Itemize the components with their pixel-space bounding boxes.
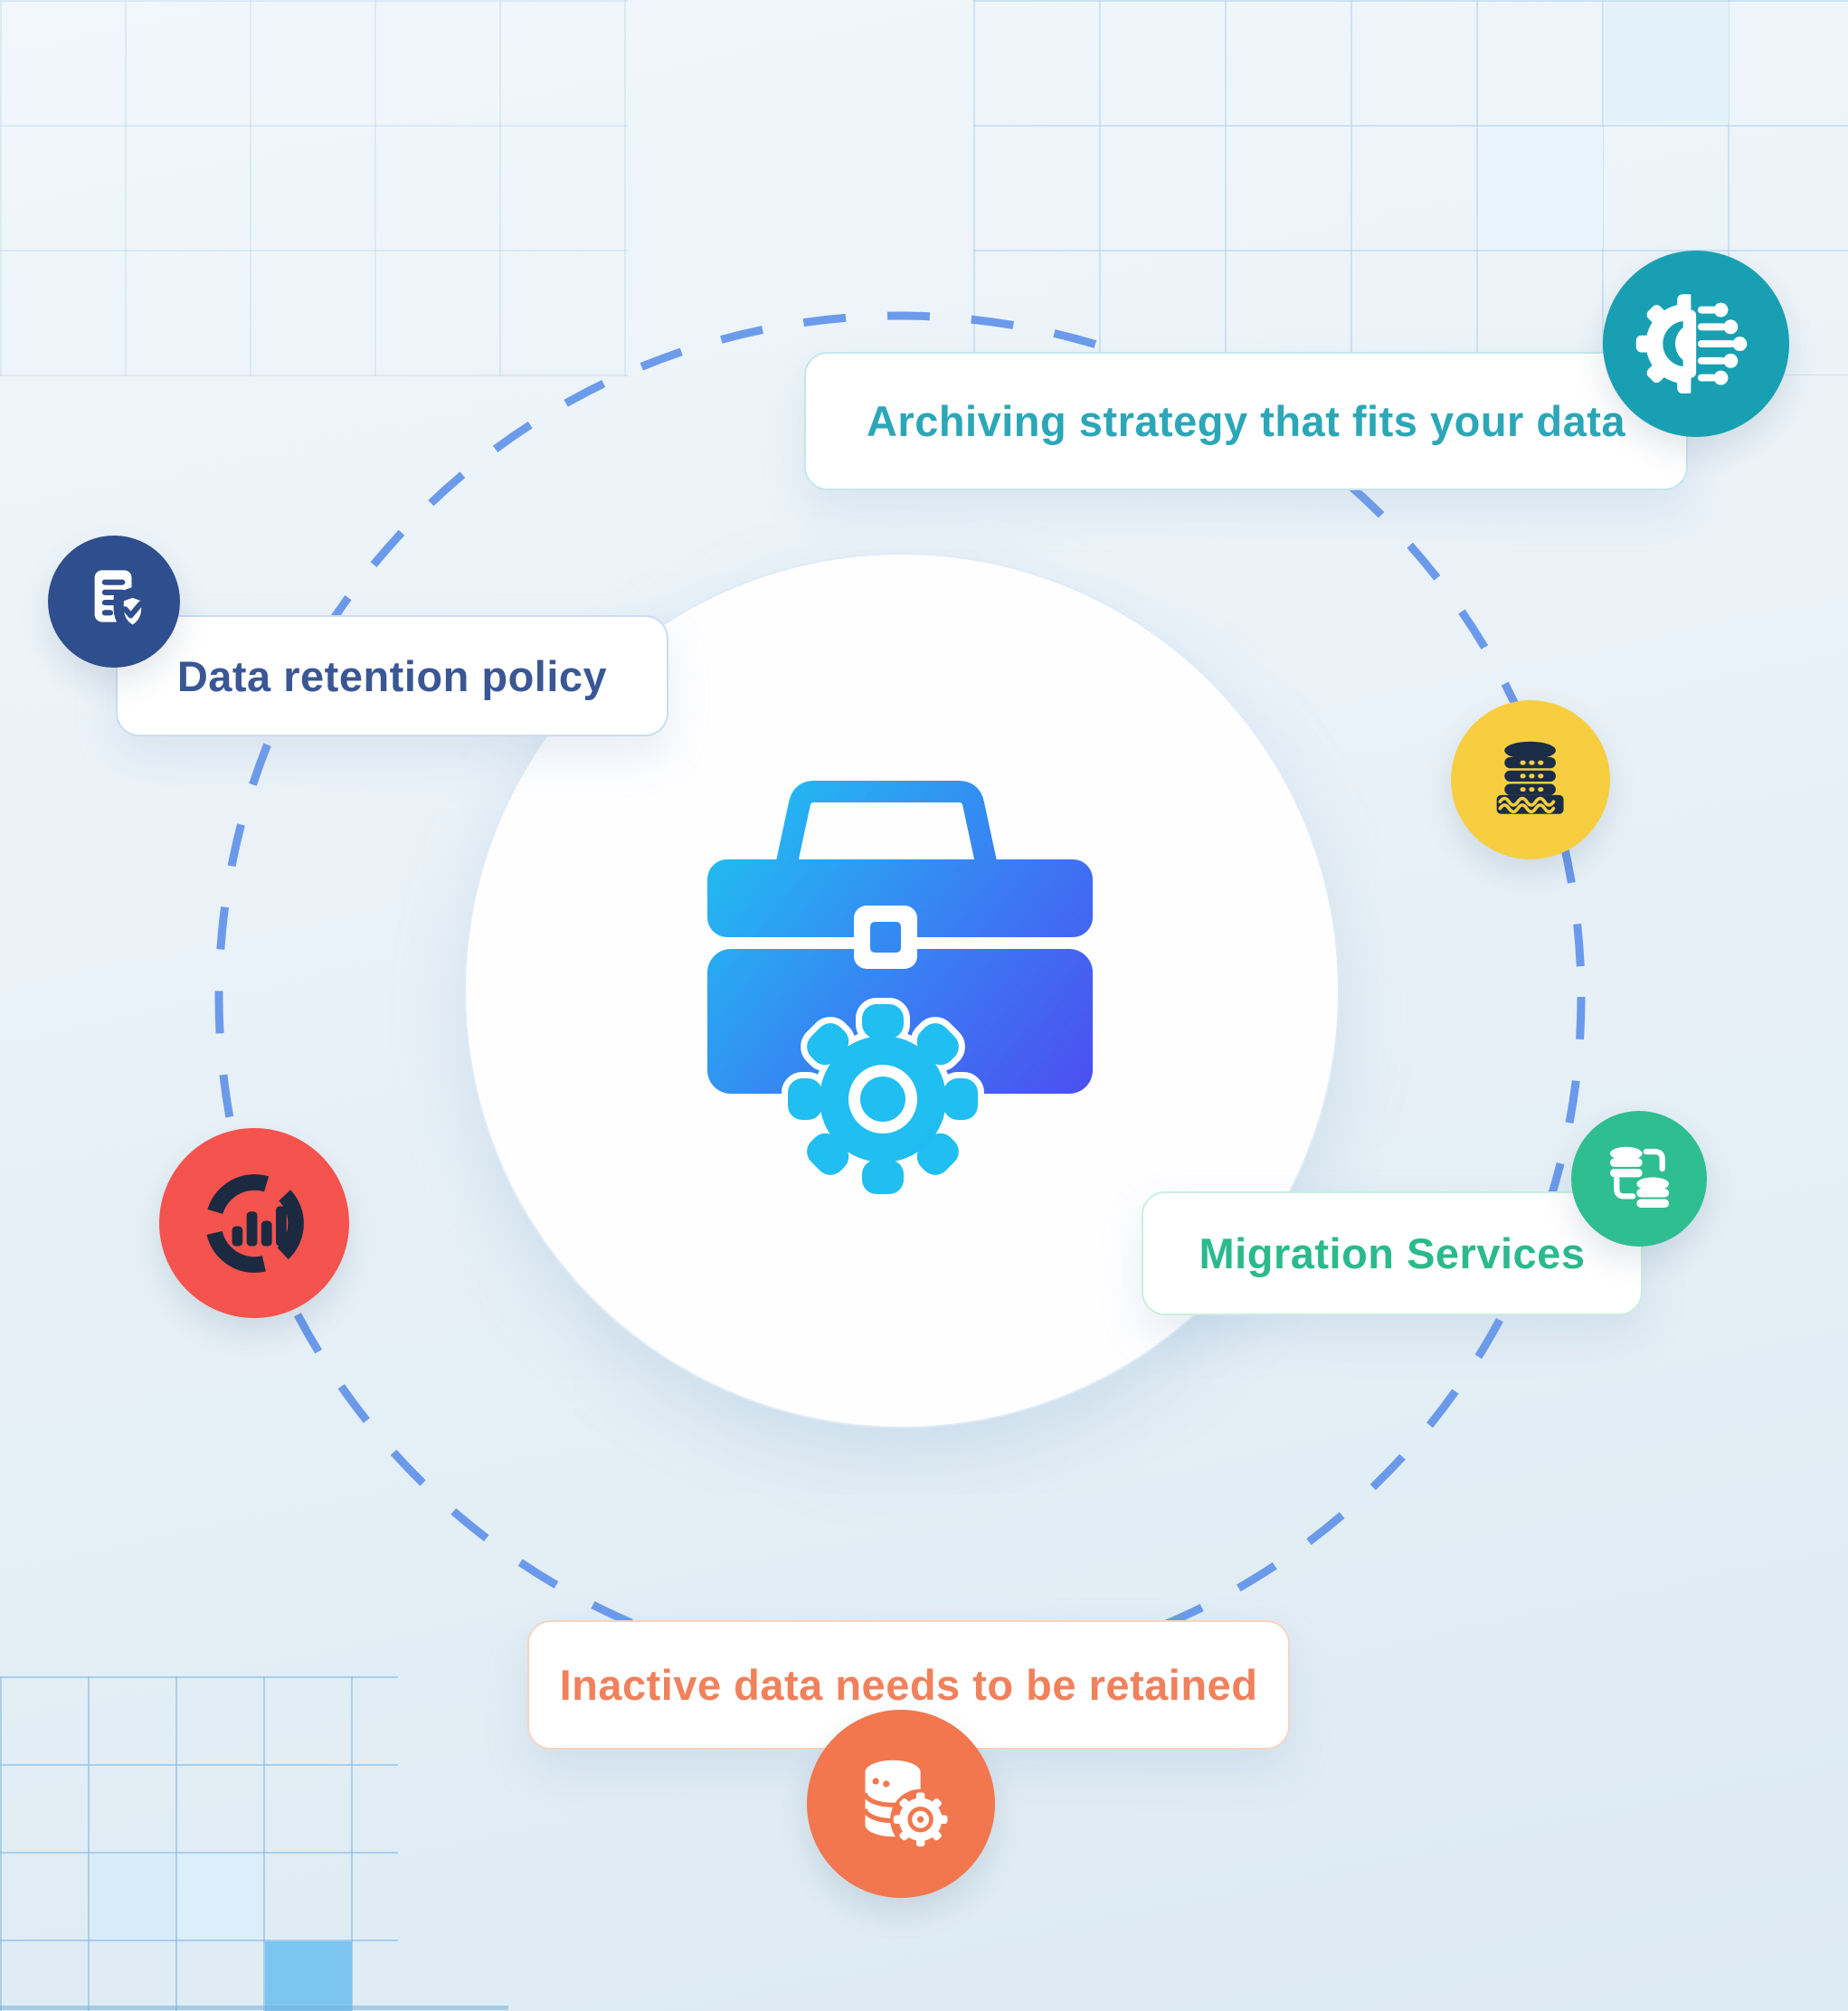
migration-badge bbox=[1571, 1111, 1707, 1247]
analytics-badge bbox=[159, 1128, 349, 1318]
callout-label: Migration Services bbox=[1199, 1229, 1586, 1277]
callout-label: Data retention policy bbox=[176, 651, 608, 700]
inactive-data-badge bbox=[807, 1710, 995, 1898]
briefcase-gear-icon bbox=[707, 781, 1093, 1200]
archiving-badge bbox=[1603, 251, 1789, 437]
callout-label: Inactive data needs to be retained bbox=[559, 1661, 1258, 1709]
callout-label: Archiving strategy that fits your data bbox=[866, 397, 1626, 445]
database-transfer-icon bbox=[1609, 1146, 1669, 1208]
callout-migration-services: Migration Services bbox=[1142, 1191, 1643, 1315]
retention-badge bbox=[48, 536, 180, 668]
gear-circuit-icon bbox=[1635, 294, 1748, 394]
document-shield-icon bbox=[94, 570, 152, 636]
donut-bar-chart-icon bbox=[204, 1173, 304, 1273]
callout-archiving-strategy: Archiving strategy that fits your data bbox=[804, 352, 1688, 490]
database-gear-icon bbox=[863, 1760, 952, 1850]
callout-data-retention-policy: Data retention policy bbox=[116, 615, 668, 736]
database-waves-icon bbox=[1497, 742, 1564, 815]
data-lake-badge bbox=[1451, 700, 1610, 859]
